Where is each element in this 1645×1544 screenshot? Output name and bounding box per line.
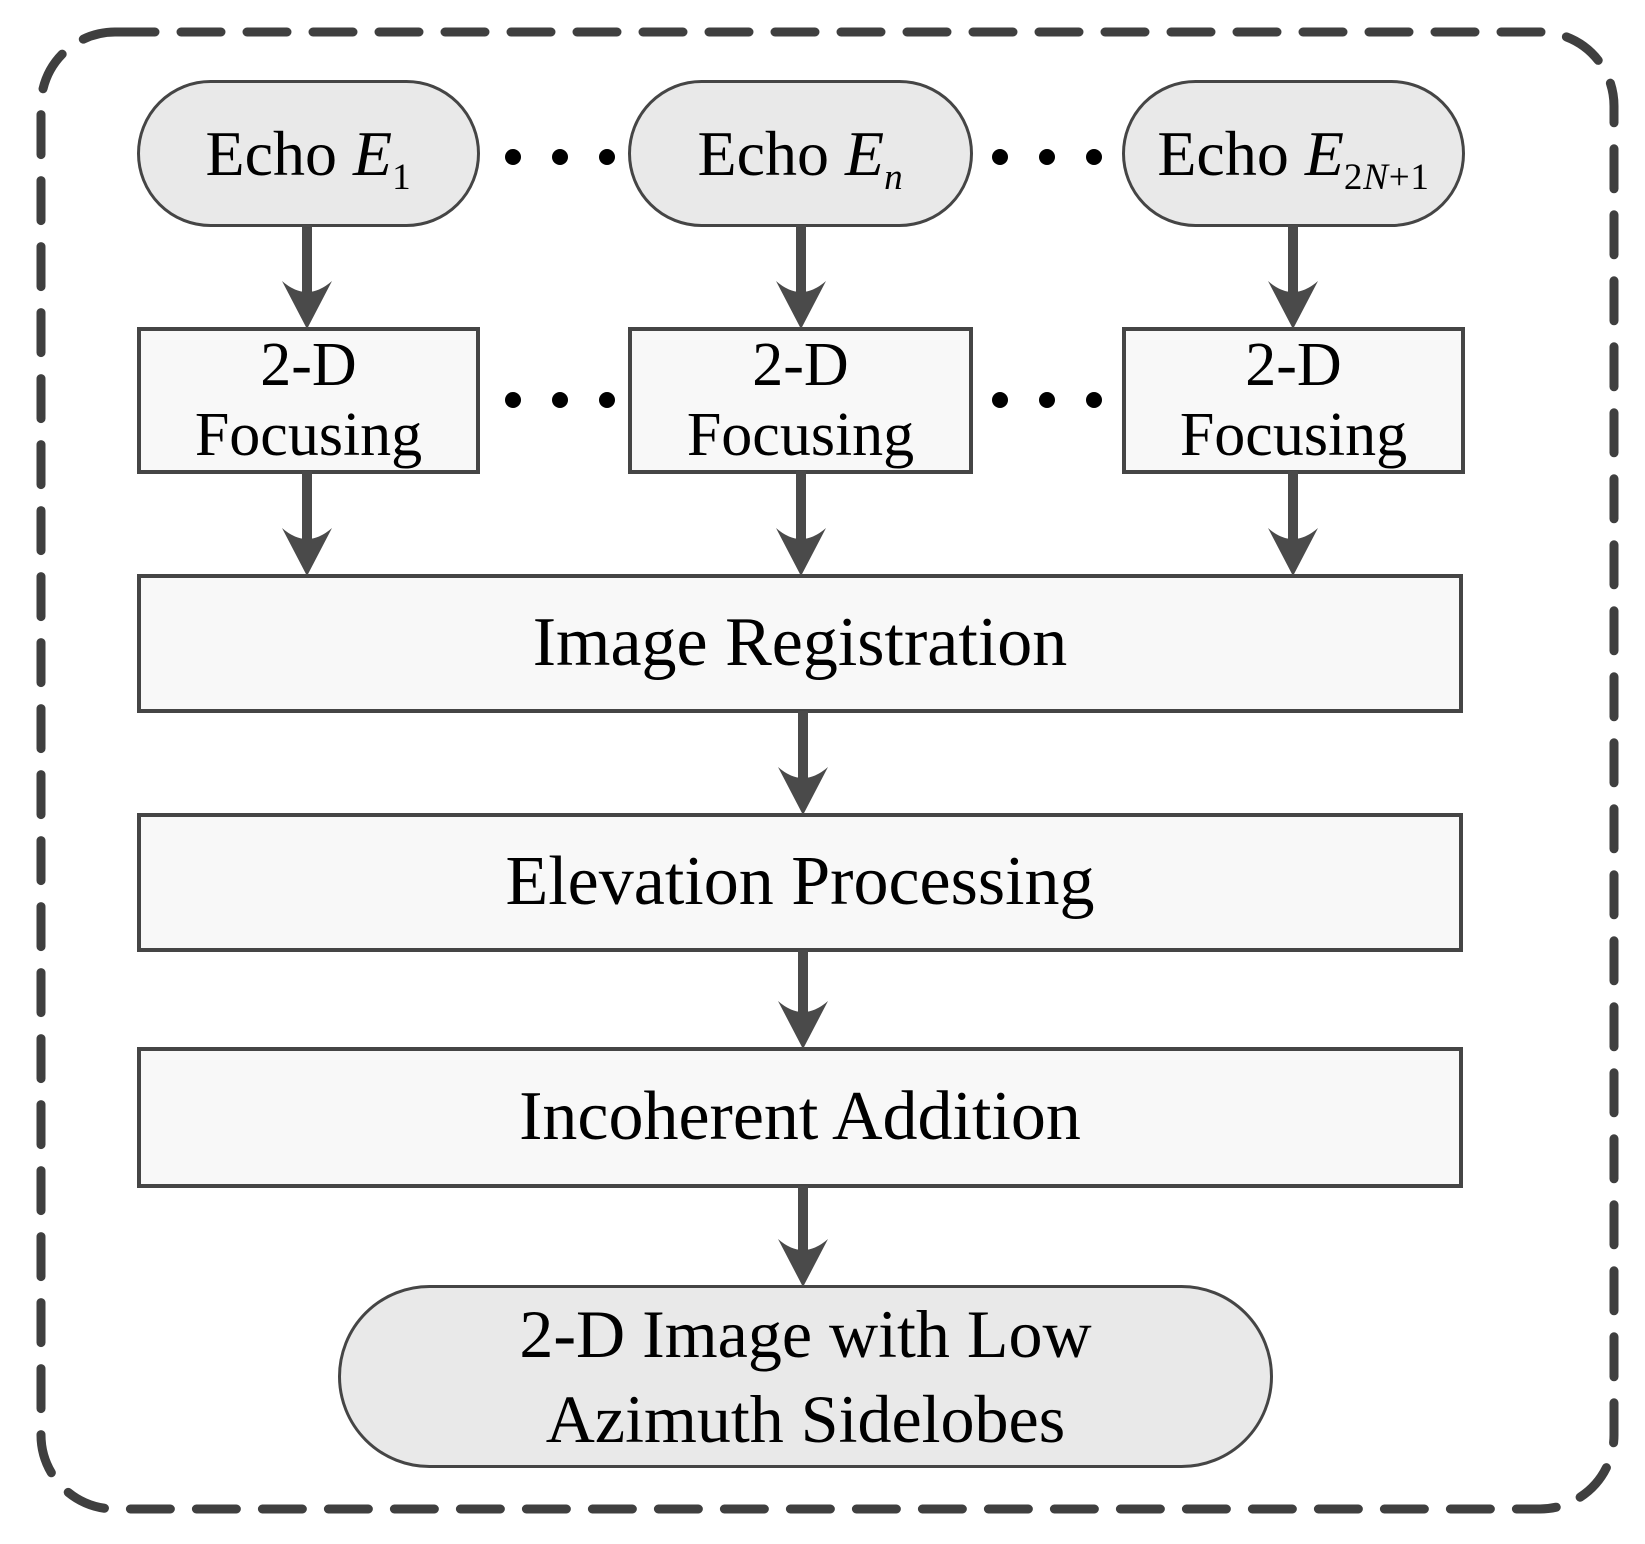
- ellipsis-dots-focusing-right: [992, 392, 1102, 408]
- dot-icon: [599, 392, 615, 408]
- elevation-processing-label: Elevation Processing: [505, 843, 1095, 921]
- dot-icon: [552, 149, 568, 165]
- ellipsis-dots-echo-left: [505, 149, 615, 165]
- echo-node-1: Echo E1: [137, 80, 480, 227]
- echo-node-n: Echo En: [628, 80, 973, 227]
- incoherent-addition-box: Incoherent Addition: [137, 1047, 1463, 1188]
- echo-1-sub-post: 1: [392, 156, 412, 198]
- echo-n-prefix: Echo: [697, 117, 846, 189]
- echo-node-2n1-label: Echo E2N+1: [1157, 117, 1429, 198]
- echo-1-symbol: E: [353, 117, 393, 189]
- echo-2n1-subscript: 2N+1: [1344, 157, 1430, 198]
- dot-icon: [1039, 149, 1055, 165]
- dot-icon: [992, 392, 1008, 408]
- focusing-box-3: 2-D Focusing: [1122, 327, 1465, 474]
- image-registration-box: Image Registration: [137, 574, 1463, 713]
- focusing-1-line1: 2-D: [260, 331, 357, 400]
- output-line1: 2-D Image with Low: [519, 1296, 1092, 1373]
- elevation-processing-box: Elevation Processing: [137, 813, 1463, 952]
- arrow-registration-to-elevation: [778, 711, 828, 815]
- echo-2n1-symbol: E: [1304, 117, 1344, 189]
- output-line2: Azimuth Sidelobes: [545, 1380, 1066, 1457]
- arrow-echon-to-focusing2: [776, 225, 826, 329]
- focusing-3-line2: Focusing: [1179, 400, 1408, 469]
- focusing-1-line2: Focusing: [194, 400, 423, 469]
- dot-icon: [505, 392, 521, 408]
- echo-1-subscript: 1: [392, 157, 411, 198]
- arrow-elevation-to-incoherent: [778, 950, 828, 1049]
- echo-node-n-label: Echo En: [697, 117, 904, 198]
- arrow-echo2n1-to-focusing3: [1268, 225, 1318, 329]
- incoherent-addition-label: Incoherent Addition: [519, 1078, 1081, 1156]
- echo-2n1-sub-var: N: [1363, 156, 1389, 198]
- dot-icon: [505, 149, 521, 165]
- arrow-focusing1-to-registration: [282, 471, 332, 576]
- focusing-box-1: 2-D Focusing: [137, 327, 480, 474]
- arrow-focusing2-to-registration: [776, 471, 826, 576]
- focusing-3-line1: 2-D: [1245, 331, 1342, 400]
- echo-node-2n1: Echo E2N+1: [1122, 80, 1465, 227]
- arrow-incoherent-to-output: [778, 1186, 828, 1287]
- echo-n-sub-var: n: [884, 156, 904, 198]
- echo-2n1-sub-pre: 2: [1343, 156, 1364, 198]
- output-node: 2-D Image with Low Azimuth Sidelobes: [338, 1285, 1273, 1468]
- dot-icon: [599, 149, 615, 165]
- dot-icon: [552, 392, 568, 408]
- echo-node-1-label: Echo E1: [205, 117, 412, 198]
- arrow-focusing3-to-registration: [1268, 471, 1318, 576]
- echo-n-subscript: n: [884, 157, 903, 198]
- echo-2n1-sub-post: +1: [1388, 156, 1430, 198]
- image-registration-label: Image Registration: [532, 604, 1068, 682]
- focusing-box-2: 2-D Focusing: [628, 327, 973, 474]
- arrow-echo1-to-focusing1: [282, 225, 332, 329]
- focusing-2-line1: 2-D: [752, 331, 849, 400]
- echo-2n1-prefix: Echo: [1157, 117, 1305, 189]
- dot-icon: [1086, 149, 1102, 165]
- dot-icon: [1039, 392, 1055, 408]
- echo-1-prefix: Echo: [205, 117, 354, 189]
- dot-icon: [1086, 392, 1102, 408]
- ellipsis-dots-focusing-left: [505, 392, 615, 408]
- ellipsis-dots-echo-right: [992, 149, 1102, 165]
- echo-n-symbol: E: [845, 117, 885, 189]
- focusing-2-line2: Focusing: [686, 400, 915, 469]
- dot-icon: [992, 149, 1008, 165]
